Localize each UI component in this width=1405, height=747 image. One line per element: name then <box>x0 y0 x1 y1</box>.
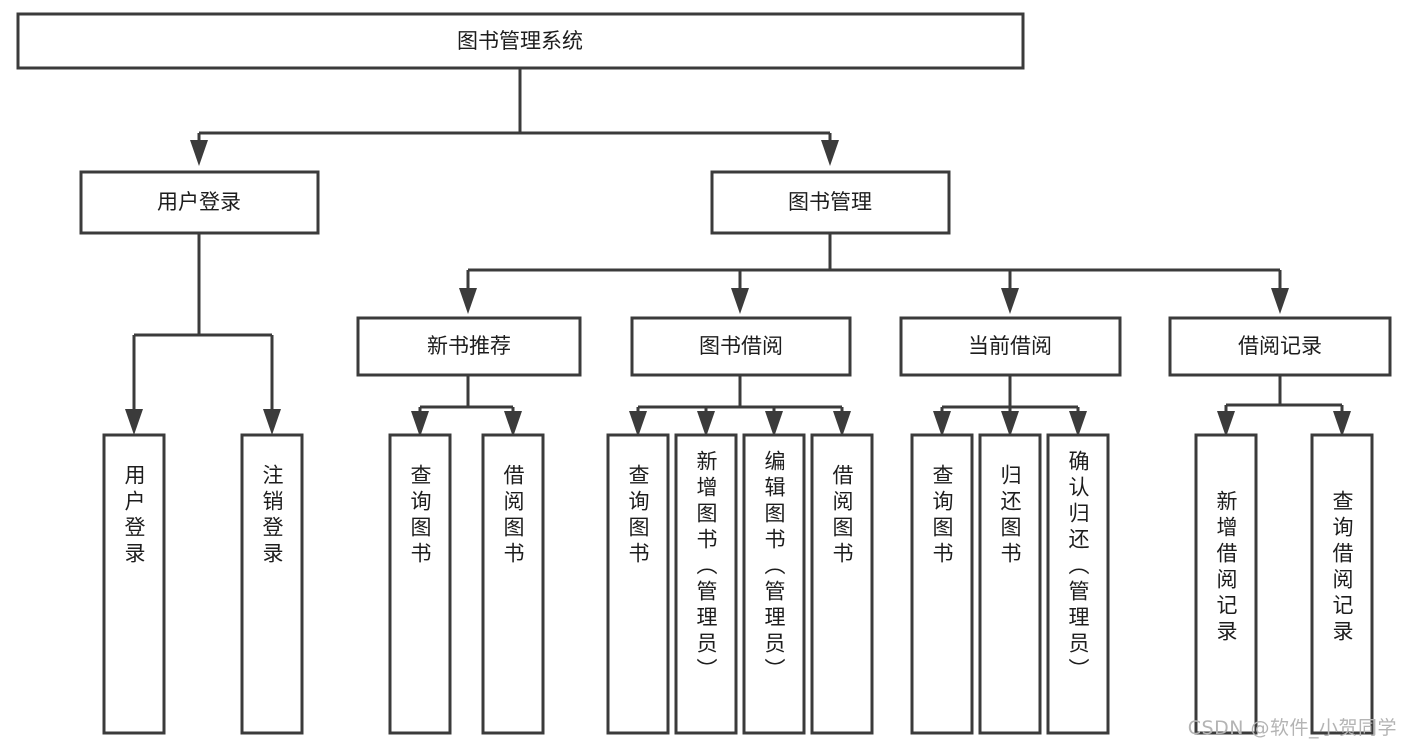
node-leaf-logout-label: 注销登录 <box>260 464 284 568</box>
node-leaf-return-book-label: 归还图书 <box>998 464 1022 568</box>
node-leaf-query-borrow-record-label: 查询借阅记录 <box>1330 490 1354 646</box>
node-leaf-query-book-label: 查询图书 <box>626 464 650 568</box>
node-leaf-add-book-label: 新增图书（管理员） <box>694 450 718 684</box>
node-leaf-query-book-current[interactable]: 查询图书 <box>910 433 974 735</box>
node-leaf-query-book[interactable]: 查询图书 <box>606 433 670 735</box>
node-user-login[interactable]: 用户登录 <box>79 170 320 235</box>
node-book-management[interactable]: 图书管理 <box>710 170 951 235</box>
node-leaf-confirm-return-label: 确认归还（管理员） <box>1066 450 1090 684</box>
connector-bookmgmt-to-level3 <box>459 233 1289 314</box>
node-leaf-borrow-book-label: 借阅图书 <box>830 464 854 568</box>
connector-current-to-leaves <box>933 375 1087 437</box>
node-leaf-add-book[interactable]: 新增图书（管理员） <box>674 433 738 735</box>
node-leaf-query-book-recommend-label: 查询图书 <box>408 464 432 568</box>
node-leaf-borrow-book[interactable]: 借阅图书 <box>810 433 874 735</box>
node-book-management-label: 图书管理 <box>788 190 872 214</box>
node-leaf-confirm-return[interactable]: 确认归还（管理员） <box>1046 433 1110 735</box>
node-leaf-add-borrow-record-label: 新增借阅记录 <box>1214 490 1238 646</box>
node-root[interactable]: 图书管理系统 <box>16 12 1025 70</box>
connector-userlogin-to-leaves <box>125 233 281 435</box>
connector-newbook-to-leaves <box>411 375 522 437</box>
node-leaf-query-borrow-record[interactable]: 查询借阅记录 <box>1310 433 1374 735</box>
node-current-borrow[interactable]: 当前借阅 <box>899 316 1122 377</box>
node-leaf-query-book-current-label: 查询图书 <box>930 464 954 568</box>
node-leaf-borrow-book-recommend[interactable]: 借阅图书 <box>481 433 545 735</box>
node-leaf-borrow-book-recommend-label: 借阅图书 <box>501 464 525 568</box>
node-leaf-add-borrow-record[interactable]: 新增借阅记录 <box>1194 433 1258 735</box>
node-borrow-record[interactable]: 借阅记录 <box>1168 316 1392 377</box>
node-borrow-record-label: 借阅记录 <box>1238 334 1322 358</box>
node-book-borrow[interactable]: 图书借阅 <box>630 316 852 377</box>
node-leaf-user-login[interactable]: 用户登录 <box>102 433 166 735</box>
node-root-label: 图书管理系统 <box>457 29 583 53</box>
node-current-borrow-label: 当前借阅 <box>968 334 1052 358</box>
node-new-book-recommend-label: 新书推荐 <box>427 334 511 358</box>
connector-root-to-level2 <box>190 68 839 166</box>
connector-borrow-to-leaves <box>629 375 851 437</box>
node-leaf-query-book-recommend[interactable]: 查询图书 <box>388 433 452 735</box>
node-leaf-return-book[interactable]: 归还图书 <box>978 433 1042 735</box>
node-user-login-label: 用户登录 <box>157 190 241 214</box>
node-leaf-logout[interactable]: 注销登录 <box>240 433 304 735</box>
node-book-borrow-label: 图书借阅 <box>699 334 783 358</box>
node-leaf-edit-book[interactable]: 编辑图书（管理员） <box>742 433 806 735</box>
node-new-book-recommend[interactable]: 新书推荐 <box>356 316 582 377</box>
node-leaf-user-login-label: 用户登录 <box>122 464 146 568</box>
connector-record-to-leaves <box>1217 375 1351 437</box>
node-leaf-edit-book-label: 编辑图书（管理员） <box>762 450 786 684</box>
